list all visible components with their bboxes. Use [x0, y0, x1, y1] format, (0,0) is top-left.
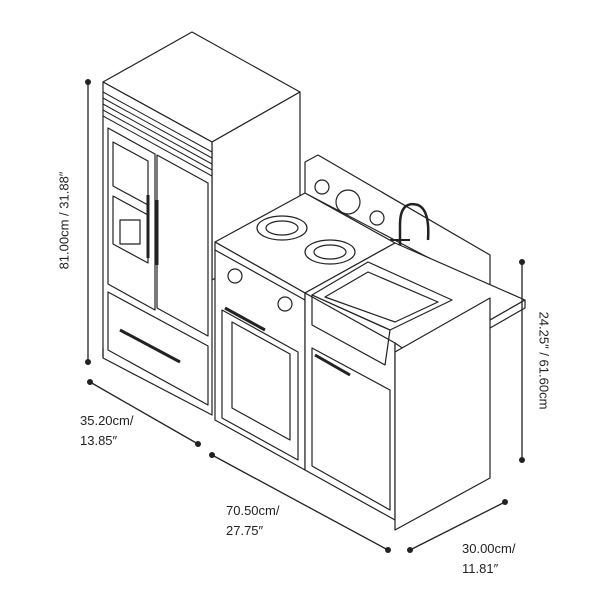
- sink-unit: [304, 242, 526, 531]
- fridge-height-label: 81.00cm / 31.88″: [56, 171, 72, 270]
- dimension-endpoints: [85, 79, 525, 553]
- counter-height-label: 24.25″ / 61.60cm: [536, 311, 552, 410]
- counter-depth-in-label: 11.81″: [462, 561, 499, 576]
- counter-depth-cm-label: 30.00cm/: [462, 541, 516, 556]
- backsplash: [304, 154, 491, 291]
- fridge-depth-in-label: 13.85″: [80, 433, 118, 448]
- fridge-depth-cm-label: 35.20cm/: [80, 413, 134, 428]
- stove-unit: [214, 192, 396, 471]
- total-width-cm-label: 70.50cm/: [226, 503, 280, 518]
- dimension-lines: [87, 82, 523, 551]
- total-width-in-label: 27.75″: [226, 523, 264, 538]
